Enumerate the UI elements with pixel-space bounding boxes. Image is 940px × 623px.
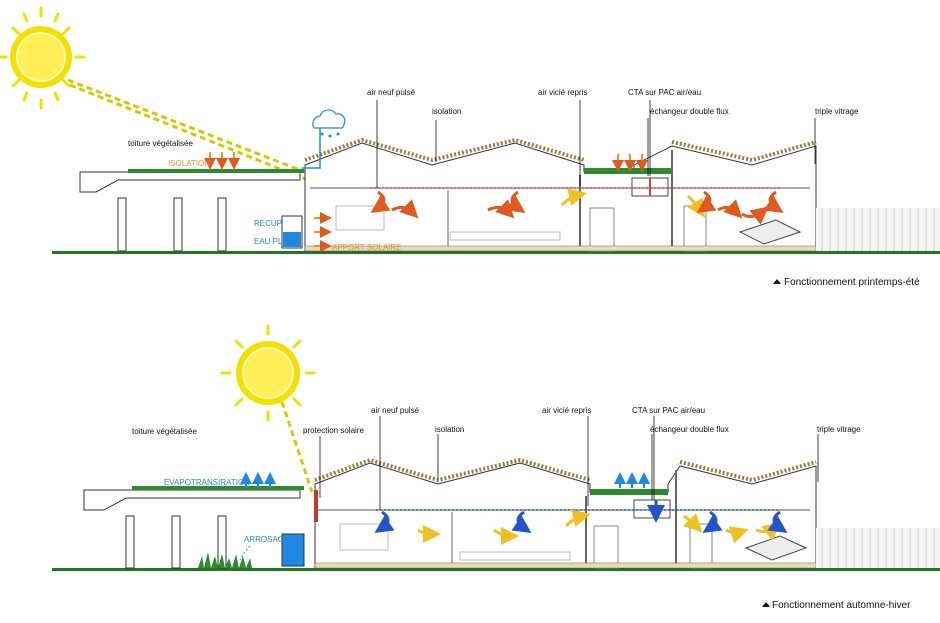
- label-toiture-vegetalisee: toiture végétalisée: [128, 139, 193, 148]
- green-roof: [132, 486, 304, 490]
- rainwater-system: [281, 128, 321, 249]
- evapotranspiration-arrows: [240, 472, 650, 488]
- water-tank: [281, 533, 305, 567]
- airflow-arrows: [370, 188, 784, 225]
- watering-arrows: [239, 545, 251, 561]
- winter-section: toiture végétalisée EVAPOTRANSIRATION AR…: [52, 324, 940, 611]
- leader-lines: [376, 100, 816, 188]
- label-protection-solaire: protection solaire: [303, 426, 364, 435]
- annex-building: [83, 489, 301, 569]
- solar-protection-blind: [314, 490, 318, 522]
- label-isolation: isolation: [435, 425, 464, 434]
- label-echangeur: échangeur double flux: [650, 425, 729, 434]
- green-roof: [128, 169, 304, 173]
- insulation-arrows: [204, 152, 648, 172]
- label-air-neuf-pulse: air neuf pulsé: [371, 406, 420, 415]
- label-evapotranspiration: EVAPOTRANSIRATION: [164, 478, 250, 487]
- ground-line: [52, 251, 940, 254]
- rain-cloud-icon: [312, 109, 346, 138]
- sun-icon: [0, 6, 86, 110]
- label-arrosage: ARROSAGE: [244, 535, 289, 544]
- label-recup: RECUP.: [254, 219, 283, 228]
- label-air-vicie-repris: air vicié repris: [538, 88, 587, 97]
- solar-gain-arrows: [314, 212, 332, 252]
- airflow-arrows: [374, 500, 788, 545]
- label-echangeur: échangeur double flux: [650, 107, 729, 116]
- label-air-vicie-repris: air vicié repris: [542, 406, 591, 415]
- grass-icon: [198, 552, 252, 568]
- sunbeam: [67, 78, 469, 246]
- caption-winter: Fonctionnement automne-hiver: [772, 600, 911, 611]
- label-eau-pluie: EAU PLUIE: [254, 237, 296, 246]
- label-cta: CTA sur PAC air/eau: [632, 406, 705, 415]
- leader-lines: [319, 416, 819, 510]
- main-building: [304, 137, 940, 252]
- label-cta: CTA sur PAC air/eau: [628, 88, 701, 97]
- label-triple-vitrage: triple vitrage: [815, 107, 859, 116]
- label-triple-vitrage: triple vitrage: [817, 425, 861, 434]
- label-isolation: isolation: [432, 107, 461, 116]
- label-isolation-roof: ISOLATION: [168, 159, 210, 168]
- label-air-neuf-pulse: air neuf pulsé: [367, 88, 416, 97]
- main-building: [314, 457, 940, 569]
- ground-line: [52, 568, 940, 571]
- sunbeam: [280, 401, 314, 493]
- label-toiture-vegetalisee: toiture végétalisée: [132, 427, 197, 436]
- label-apport-solaire: APPORT SOLAIRE: [332, 243, 402, 252]
- annex-building: [79, 171, 301, 252]
- triangle-up-icon: [773, 279, 781, 284]
- caption-summer: Fonctionnement printemps-été: [784, 277, 920, 288]
- summer-section: toiture végétalisée ISOLATION RECUP. EAU…: [0, 6, 940, 288]
- triangle-up-icon: [762, 602, 770, 607]
- sun-icon: [220, 324, 316, 422]
